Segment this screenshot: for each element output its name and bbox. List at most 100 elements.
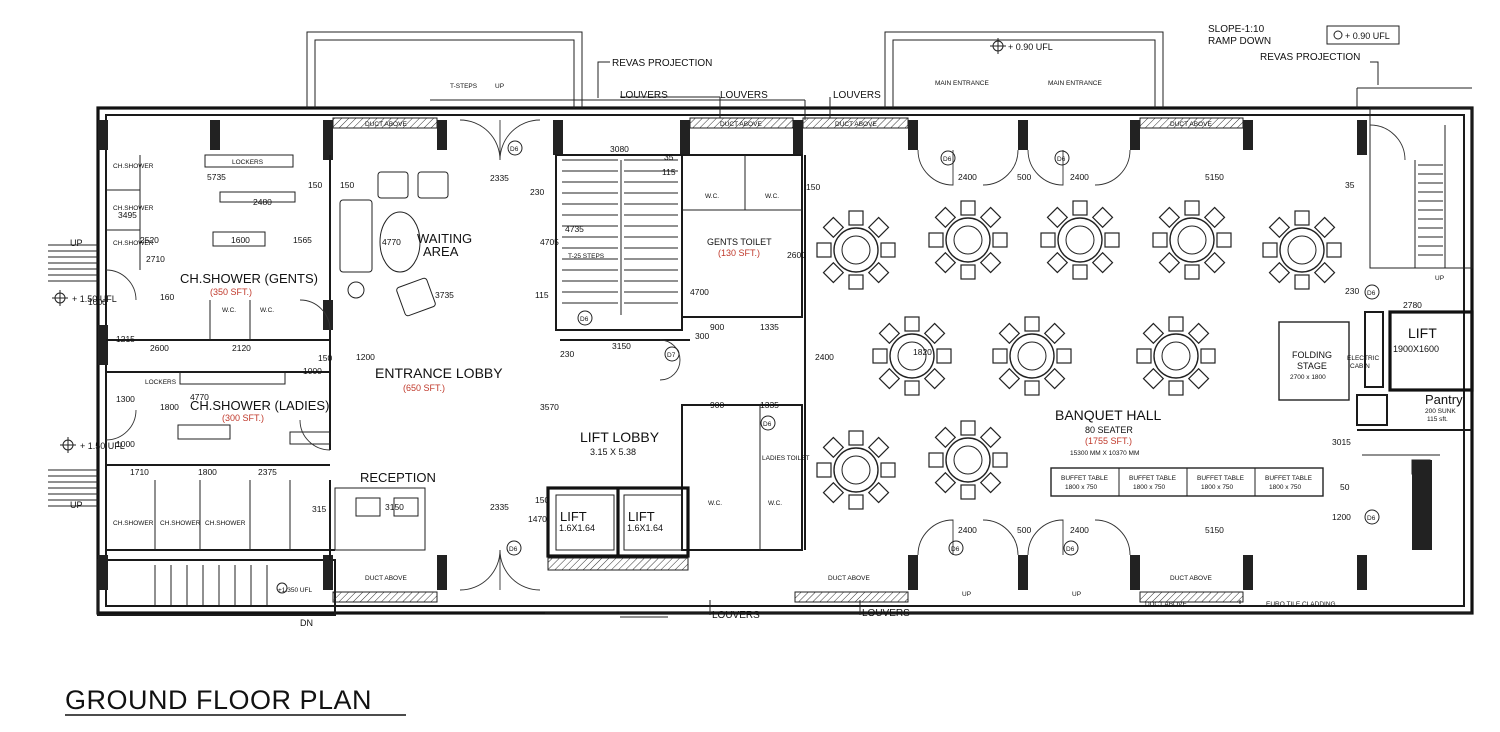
round-table (816, 430, 896, 510)
dim-35a: 35 (664, 152, 674, 162)
dim-1820: 1820 (913, 347, 932, 357)
pantry-area: 200 SUNK (1425, 408, 1456, 415)
chair (1187, 367, 1210, 390)
chair (934, 426, 957, 449)
main-entrance-1: MAIN ENTRANCE (935, 80, 989, 87)
dim-315: 315 (312, 504, 326, 514)
chair (1072, 264, 1088, 280)
room-lift-1: LIFT (560, 509, 587, 524)
note-louvers-1: LOUVERS (620, 90, 668, 101)
dim-1710: 1710 (130, 467, 149, 477)
dim-3150a: 3150 (612, 341, 631, 351)
dim-1335b: 1335 (760, 400, 779, 410)
chair (848, 430, 864, 446)
chair (1024, 316, 1040, 332)
chair (1313, 261, 1336, 284)
buffet-label-3: BUFFET TABLE (1197, 475, 1245, 482)
dim-4735: 4735 (565, 224, 584, 234)
round-table (928, 420, 1008, 500)
stage-2: STAGE (1297, 361, 1327, 371)
dim-500b: 500 (1017, 525, 1031, 535)
note-louvers-2: LOUVERS (720, 90, 768, 101)
table-inner (897, 341, 927, 371)
chair (928, 232, 944, 248)
door-tags: D6 D6 D6 D6 D6 D6 D6 D6 D6 D6 D7 (506, 140, 1380, 556)
dim-3570: 3570 (540, 402, 559, 412)
labels: GROUND FLOOR PLAN REVAS PROJECTION REVAS… (65, 24, 1463, 715)
wc-1: W.C. (705, 193, 719, 200)
dim-2710: 2710 (146, 254, 165, 264)
level-top-right: + 0.90 UFL (1345, 31, 1390, 41)
dim-1470: 1470 (528, 514, 547, 524)
dim-2600a: 2600 (150, 343, 169, 353)
dim-2400a: 2400 (958, 172, 977, 182)
chair (960, 264, 976, 280)
door-tag-6: D6 (509, 546, 518, 553)
dim-115b: 115 (535, 290, 549, 300)
chair (992, 348, 1008, 364)
chair (1262, 242, 1278, 258)
wc-2: W.C. (765, 193, 779, 200)
stair-treads (154, 159, 1443, 605)
chair (1187, 322, 1210, 345)
lockers-1: LOCKERS (232, 159, 264, 166)
table-top (833, 227, 879, 273)
dim-150d: 150 (535, 495, 549, 505)
buffet-label-2: BUFFET TABLE (1129, 475, 1177, 482)
dim-1000b: 1000 (116, 439, 135, 449)
duct-label-8: DUCT ABOVE (1145, 601, 1187, 608)
chair (1294, 274, 1310, 290)
buffet-size-2: 1800 x 750 (1133, 484, 1166, 491)
chair (904, 380, 920, 396)
area-entrance-lobby: (650 SFT.) (403, 383, 445, 393)
room-waiting-2: AREA (423, 244, 459, 259)
note-louvers-4: LOUVERS (712, 610, 760, 621)
shower-3: CH.SHOWER (113, 240, 154, 247)
level-markers (52, 25, 1400, 594)
dim-230c: 230 (560, 349, 574, 359)
chair (1142, 367, 1165, 390)
buffet-label-4: BUFFET TABLE (1265, 475, 1313, 482)
buffet-size-1: 1800 x 750 (1065, 484, 1098, 491)
entry-steps (48, 244, 98, 507)
chair (1203, 206, 1226, 229)
room-entrance-lobby: ENTRANCE LOBBY (375, 365, 503, 381)
dim-2480: 2480 (253, 197, 272, 207)
chair (1268, 216, 1291, 239)
table-inner (1177, 225, 1207, 255)
door-tag-9: D6 (1367, 515, 1376, 522)
chair (1072, 200, 1088, 216)
chair (1024, 380, 1040, 396)
dim-3150b: 3150 (385, 502, 404, 512)
chair (998, 322, 1021, 345)
dim-2400e: 2400 (815, 352, 834, 362)
chair (1200, 348, 1216, 364)
door-tag-1: D6 (510, 146, 519, 153)
chair (822, 261, 845, 284)
note-up-1: UP (70, 238, 83, 248)
chair (979, 206, 1002, 229)
chair (1158, 206, 1181, 229)
note-ramp: RAMP DOWN (1208, 36, 1271, 47)
chair (992, 452, 1008, 468)
area-ch-shower-ladies: (300 SFT.) (222, 413, 264, 423)
duct-label-6: DUCT ABOVE (828, 575, 870, 582)
room-gents-toilet: GENTS TOILET (707, 237, 772, 247)
chair (1158, 251, 1181, 274)
table-top (945, 437, 991, 483)
dim-3735: 3735 (435, 290, 454, 300)
dim-300: 300 (695, 331, 709, 341)
shower-6: CH.SHOWER (205, 520, 246, 527)
chair (1184, 200, 1200, 216)
note-louvers-5: LOUVERS (862, 608, 910, 619)
banquet-size: 15300 MM X 10370 MM (1070, 450, 1139, 457)
chair (816, 462, 832, 478)
table-top (1153, 333, 1199, 379)
dim-2120: 2120 (232, 343, 251, 353)
door-tag-3: D6 (943, 156, 952, 163)
note-dn: DN (300, 618, 313, 628)
door-tag-7: D6 (951, 546, 960, 553)
chair (934, 206, 957, 229)
door-tag-4: D6 (1057, 156, 1066, 163)
